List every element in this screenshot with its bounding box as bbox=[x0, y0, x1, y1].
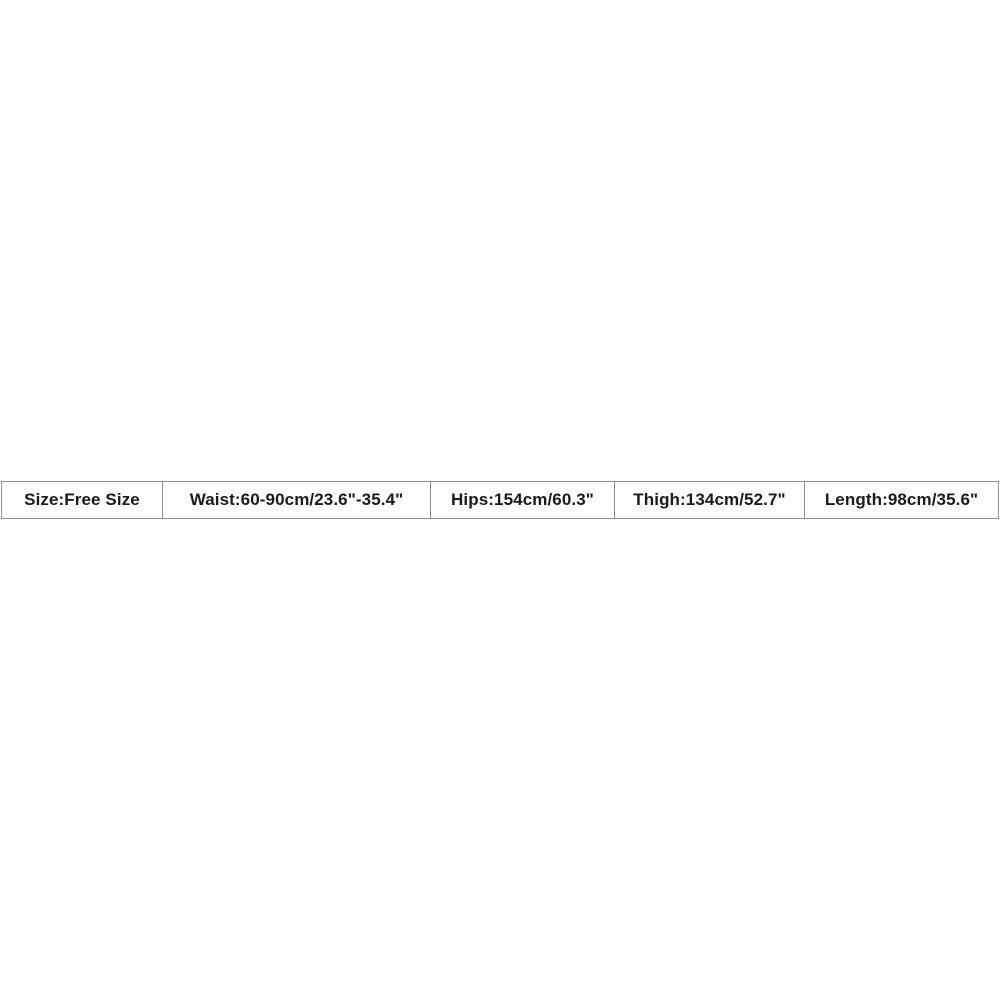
waist-label: Waist:60-90cm/23.6"-35.4" bbox=[189, 490, 404, 509]
size-cell: Size:Free Size bbox=[1, 481, 163, 519]
length-label: Length:98cm/35.6" bbox=[824, 490, 979, 509]
hips-label: Hips:154cm/60.3" bbox=[451, 490, 594, 509]
size-label: Size:Free Size bbox=[24, 490, 140, 509]
waist-cell: Waist:60-90cm/23.6"-35.4" bbox=[162, 481, 431, 519]
thigh-label: Thigh:134cm/52.7" bbox=[633, 490, 786, 509]
hips-cell: Hips:154cm/60.3" bbox=[430, 481, 615, 519]
size-chart-table: Size:Free Size Waist:60-90cm/23.6"-35.4"… bbox=[1, 481, 999, 519]
length-cell: Length:98cm/35.6" bbox=[804, 481, 999, 519]
thigh-cell: Thigh:134cm/52.7" bbox=[614, 481, 805, 519]
size-chart-row: Size:Free Size Waist:60-90cm/23.6"-35.4"… bbox=[1, 481, 999, 519]
